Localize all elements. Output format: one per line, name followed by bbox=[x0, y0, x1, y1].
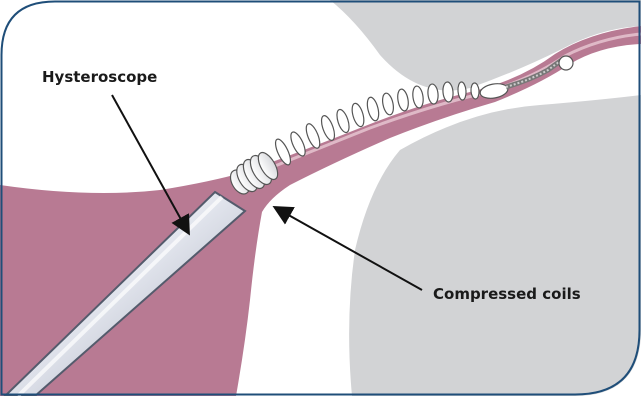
compressed-coils-label: Compressed coils bbox=[433, 285, 581, 303]
hysteroscope-label: Hysteroscope bbox=[42, 68, 157, 86]
ovarian-tissue bbox=[349, 95, 641, 396]
coil-tip-bead bbox=[559, 56, 573, 70]
